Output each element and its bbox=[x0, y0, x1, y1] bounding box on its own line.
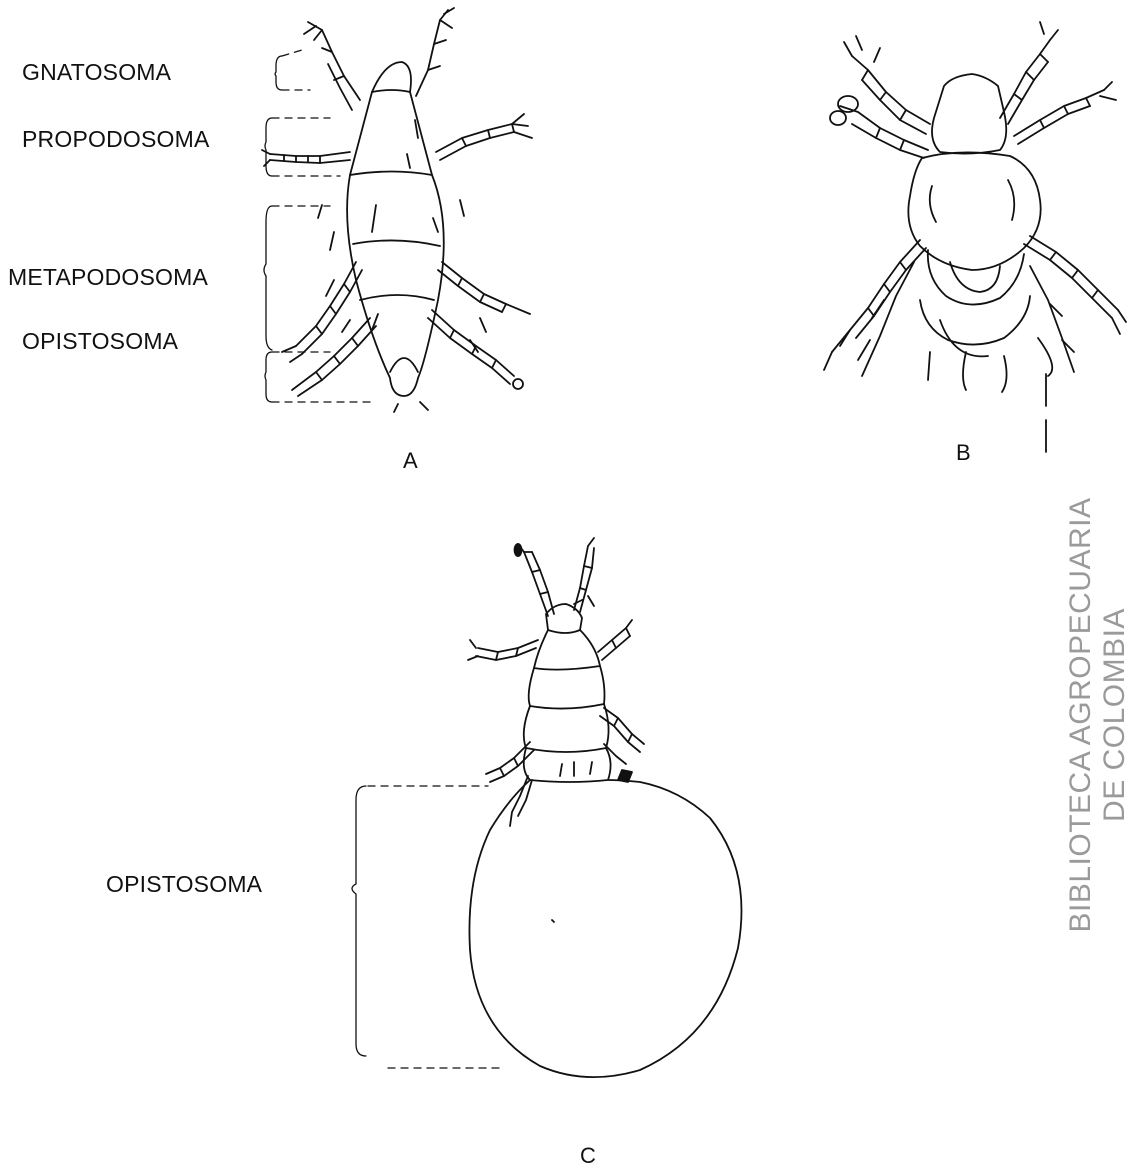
stamp-line-1: BIBLIOTECA AGROPECUARIA bbox=[1064, 498, 1098, 933]
label-opistosoma-c: OPISTOSOMA bbox=[106, 871, 262, 898]
mite-a-drawing bbox=[262, 8, 532, 412]
panel-letter-c: C bbox=[580, 1143, 596, 1169]
mite-b-drawing bbox=[824, 22, 1126, 452]
label-opistosoma-a: OPISTOSOMA bbox=[22, 328, 178, 355]
mite-c-drawing bbox=[352, 538, 742, 1077]
stamp-line-2: DE COLOMBIA bbox=[1098, 498, 1132, 933]
panel-letter-a: A bbox=[403, 448, 418, 474]
label-propodosoma: PROPODOSOMA bbox=[22, 126, 210, 153]
label-gnatosoma: GNATOSOMA bbox=[22, 59, 171, 86]
label-metapodosoma: METAPODOSOMA bbox=[8, 264, 234, 291]
library-stamp: BIBLIOTECA AGROPECUARIA DE COLOMBIA bbox=[1064, 498, 1132, 933]
panel-letter-b: B bbox=[956, 440, 971, 466]
